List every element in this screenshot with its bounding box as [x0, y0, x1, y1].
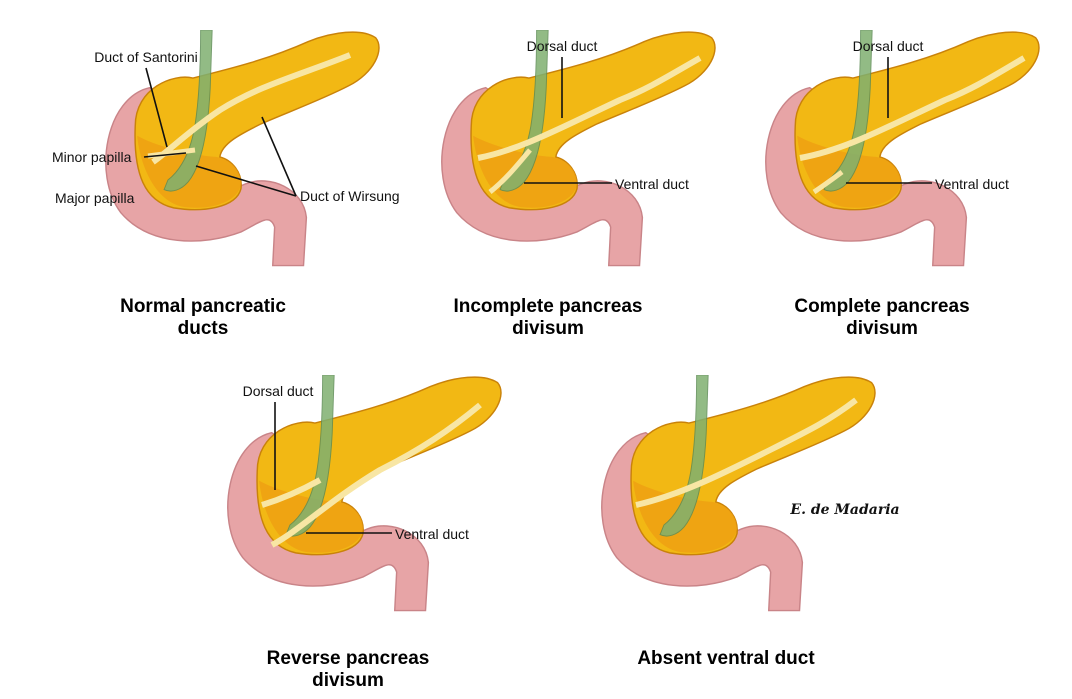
caption-normal-line1: Normal pancreatic — [120, 296, 286, 317]
signature: E. de Madaria — [789, 502, 899, 518]
dorsal-duct — [635, 397, 858, 508]
label-ventral-duct: Ventral duct — [615, 176, 689, 192]
label-ventral-duct: Ventral duct — [395, 526, 469, 542]
panel-incomplete-divisum: Dorsal duct Ventral duct Incomplete panc… — [441, 30, 716, 339]
panel-reverse-divisum: Dorsal duct Ventral duct Reverse pancrea… — [227, 375, 502, 691]
caption-absent-ventral: Absent ventral duct — [637, 648, 815, 669]
label-major-papilla: Major papilla — [55, 190, 135, 206]
caption-complete-line2: divisum — [846, 318, 918, 339]
caption-incomplete-line2: divisum — [512, 318, 584, 339]
caption-reverse-line2: divisum — [312, 670, 384, 691]
label-dorsal-duct: Dorsal duct — [527, 38, 598, 54]
ventral-duct — [812, 169, 844, 195]
dorsal-duct — [477, 55, 702, 161]
caption-reverse-line1: Reverse pancreas — [267, 648, 430, 669]
label-wirsung: Duct of Wirsung — [300, 188, 400, 204]
ventral-duct — [488, 148, 532, 194]
ventral-duct — [270, 402, 482, 548]
label-dorsal-duct: Dorsal duct — [853, 38, 924, 54]
dorsal-duct — [261, 477, 322, 508]
caption-incomplete-line1: Incomplete pancreas — [453, 296, 642, 317]
caption-normal-line2: ducts — [178, 318, 229, 339]
panel-absent-ventral-duct: E. de Madaria Absent ventral duct — [601, 375, 900, 669]
label-santorini: Duct of Santorini — [94, 49, 198, 65]
duct-of-santorini — [147, 147, 196, 159]
dorsal-duct — [799, 55, 1026, 161]
panel-complete-divisum: Dorsal duct Ventral duct Complete pancre… — [765, 30, 1040, 339]
caption-complete-line1: Complete pancreas — [794, 296, 969, 317]
duct-of-wirsung — [151, 52, 352, 165]
label-minor-papilla: Minor papilla — [52, 149, 132, 165]
panel-normal-ducts: Duct of Santorini Minor papilla Major pa… — [52, 30, 400, 339]
label-dorsal-duct: Dorsal duct — [243, 383, 314, 399]
label-ventral-duct: Ventral duct — [935, 176, 1009, 192]
